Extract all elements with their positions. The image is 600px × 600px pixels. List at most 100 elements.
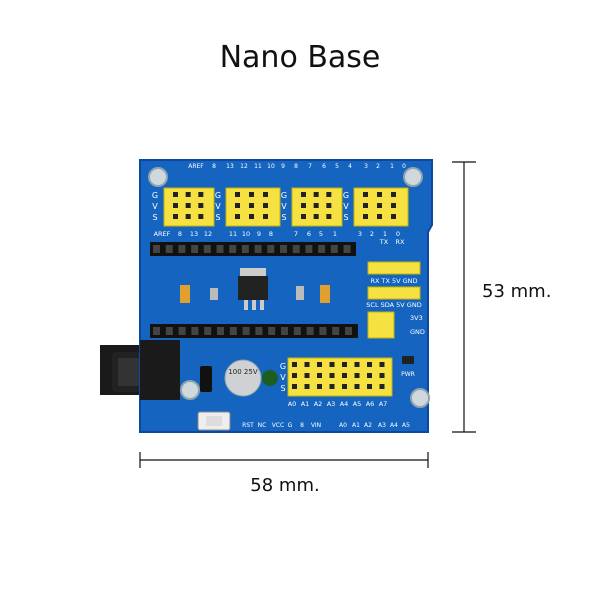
mounting-holes	[148, 167, 430, 408]
header-pin	[263, 214, 268, 219]
header-pin	[391, 192, 396, 197]
upper-header-label: 9	[257, 230, 261, 238]
top-pin-label: 0	[402, 163, 406, 170]
top-pin-label: 3	[364, 163, 368, 170]
header-pin	[379, 373, 385, 378]
top-pin-label: 4	[348, 163, 352, 170]
header-hole	[267, 245, 275, 253]
header-pin	[185, 192, 191, 197]
page-title: Nano Base	[219, 40, 381, 75]
gvs-label: V	[343, 202, 349, 211]
bottom-pin-label: A0	[339, 422, 347, 429]
upper-header-label: 13	[190, 230, 198, 238]
header-pin	[249, 214, 254, 219]
pwr-label: PWR	[401, 371, 415, 378]
gvs-label: G	[215, 191, 221, 200]
top-pin-label: 7	[308, 163, 312, 170]
upper-header-label: 2	[370, 230, 374, 238]
electrolytic-capacitor: 100 25V	[224, 359, 262, 397]
header-pin	[263, 203, 268, 208]
header-pin	[377, 203, 382, 208]
header-pin	[301, 192, 306, 197]
i2c-label: SCL SDA 5V GND	[366, 301, 421, 309]
top-pin-label: 9	[281, 163, 285, 170]
bottom-pin-label: A1	[352, 422, 360, 429]
diode	[200, 366, 212, 392]
header-pin	[304, 362, 310, 367]
header-pin	[342, 384, 347, 389]
header-hole	[319, 327, 327, 335]
header-pin	[313, 192, 319, 197]
header-pin	[377, 214, 382, 219]
header-hole	[153, 327, 160, 335]
upper-header-label: 3	[358, 230, 362, 238]
upper-header-label: 11	[229, 230, 237, 238]
analog-label: A5	[353, 400, 362, 408]
gvs-label: S	[343, 213, 348, 222]
header-pin	[363, 214, 368, 219]
analog-label: A6	[366, 400, 375, 408]
header-pin	[391, 203, 396, 208]
bottom-pin-label: A2	[364, 422, 372, 429]
header-hole	[178, 327, 186, 335]
smd-capacitors	[180, 285, 330, 303]
serial-label: TX	[379, 238, 389, 246]
header-pin	[377, 192, 382, 197]
header-pin	[198, 192, 204, 197]
header-hole	[293, 327, 301, 335]
header-pin	[263, 192, 268, 197]
top-pin-label: 1	[390, 163, 394, 170]
top-pin-label: 6	[322, 163, 326, 170]
header-hole	[203, 245, 211, 253]
header-pin	[354, 373, 360, 378]
header-pin	[379, 362, 385, 367]
upper-header-label: 6	[307, 230, 311, 238]
header-hole	[343, 245, 351, 253]
width-dimension-label: 58 mm.	[250, 475, 320, 496]
header-hole	[292, 245, 300, 253]
upper-header-label: 0	[396, 230, 400, 238]
header-hole	[318, 245, 326, 253]
gvs-label: V	[215, 202, 221, 211]
cap-round-green	[262, 370, 278, 386]
header-hole	[281, 327, 288, 335]
header-hole	[242, 327, 250, 335]
bottom-pin-label: A3	[378, 422, 386, 429]
header-hole	[204, 327, 212, 335]
header-pin	[249, 203, 254, 208]
header-pin	[363, 192, 368, 197]
gvs-label: G	[152, 191, 158, 200]
header-hole	[216, 245, 224, 253]
top-pin-label: 8	[212, 163, 216, 170]
header-pin	[354, 384, 360, 389]
header-pin	[235, 203, 240, 208]
header-pin	[235, 192, 240, 197]
header-pin	[313, 214, 319, 219]
header-hole	[254, 245, 262, 253]
bottom-pin-label: G	[288, 422, 293, 429]
analog-label: A1	[301, 400, 310, 408]
bottom-pin-label: RST	[242, 422, 254, 429]
header-pin	[329, 384, 335, 389]
bottom-pin-label: A5	[402, 422, 410, 429]
upper-header-label: 12	[204, 230, 212, 238]
gvs-label: V	[152, 202, 158, 211]
header-pin	[301, 214, 306, 219]
dimension-lines	[139, 161, 476, 468]
bottom-pin-label: 8	[300, 422, 304, 429]
gvs-label: V	[281, 202, 287, 211]
upper-header-label: 8	[269, 230, 273, 238]
header-hole	[191, 327, 199, 335]
bottom-pin-label: VIN	[311, 422, 321, 429]
header-pin	[379, 384, 385, 389]
header-pin	[317, 362, 322, 367]
header-hole	[306, 327, 314, 335]
gvs-label: S	[215, 213, 220, 222]
header-hole	[332, 327, 340, 335]
header-hole	[165, 327, 173, 335]
upper-header-label: AREF	[154, 230, 171, 238]
header-hole	[330, 245, 338, 253]
height-dimension-label: 53 mm.	[482, 281, 552, 302]
header-hole	[241, 245, 249, 253]
